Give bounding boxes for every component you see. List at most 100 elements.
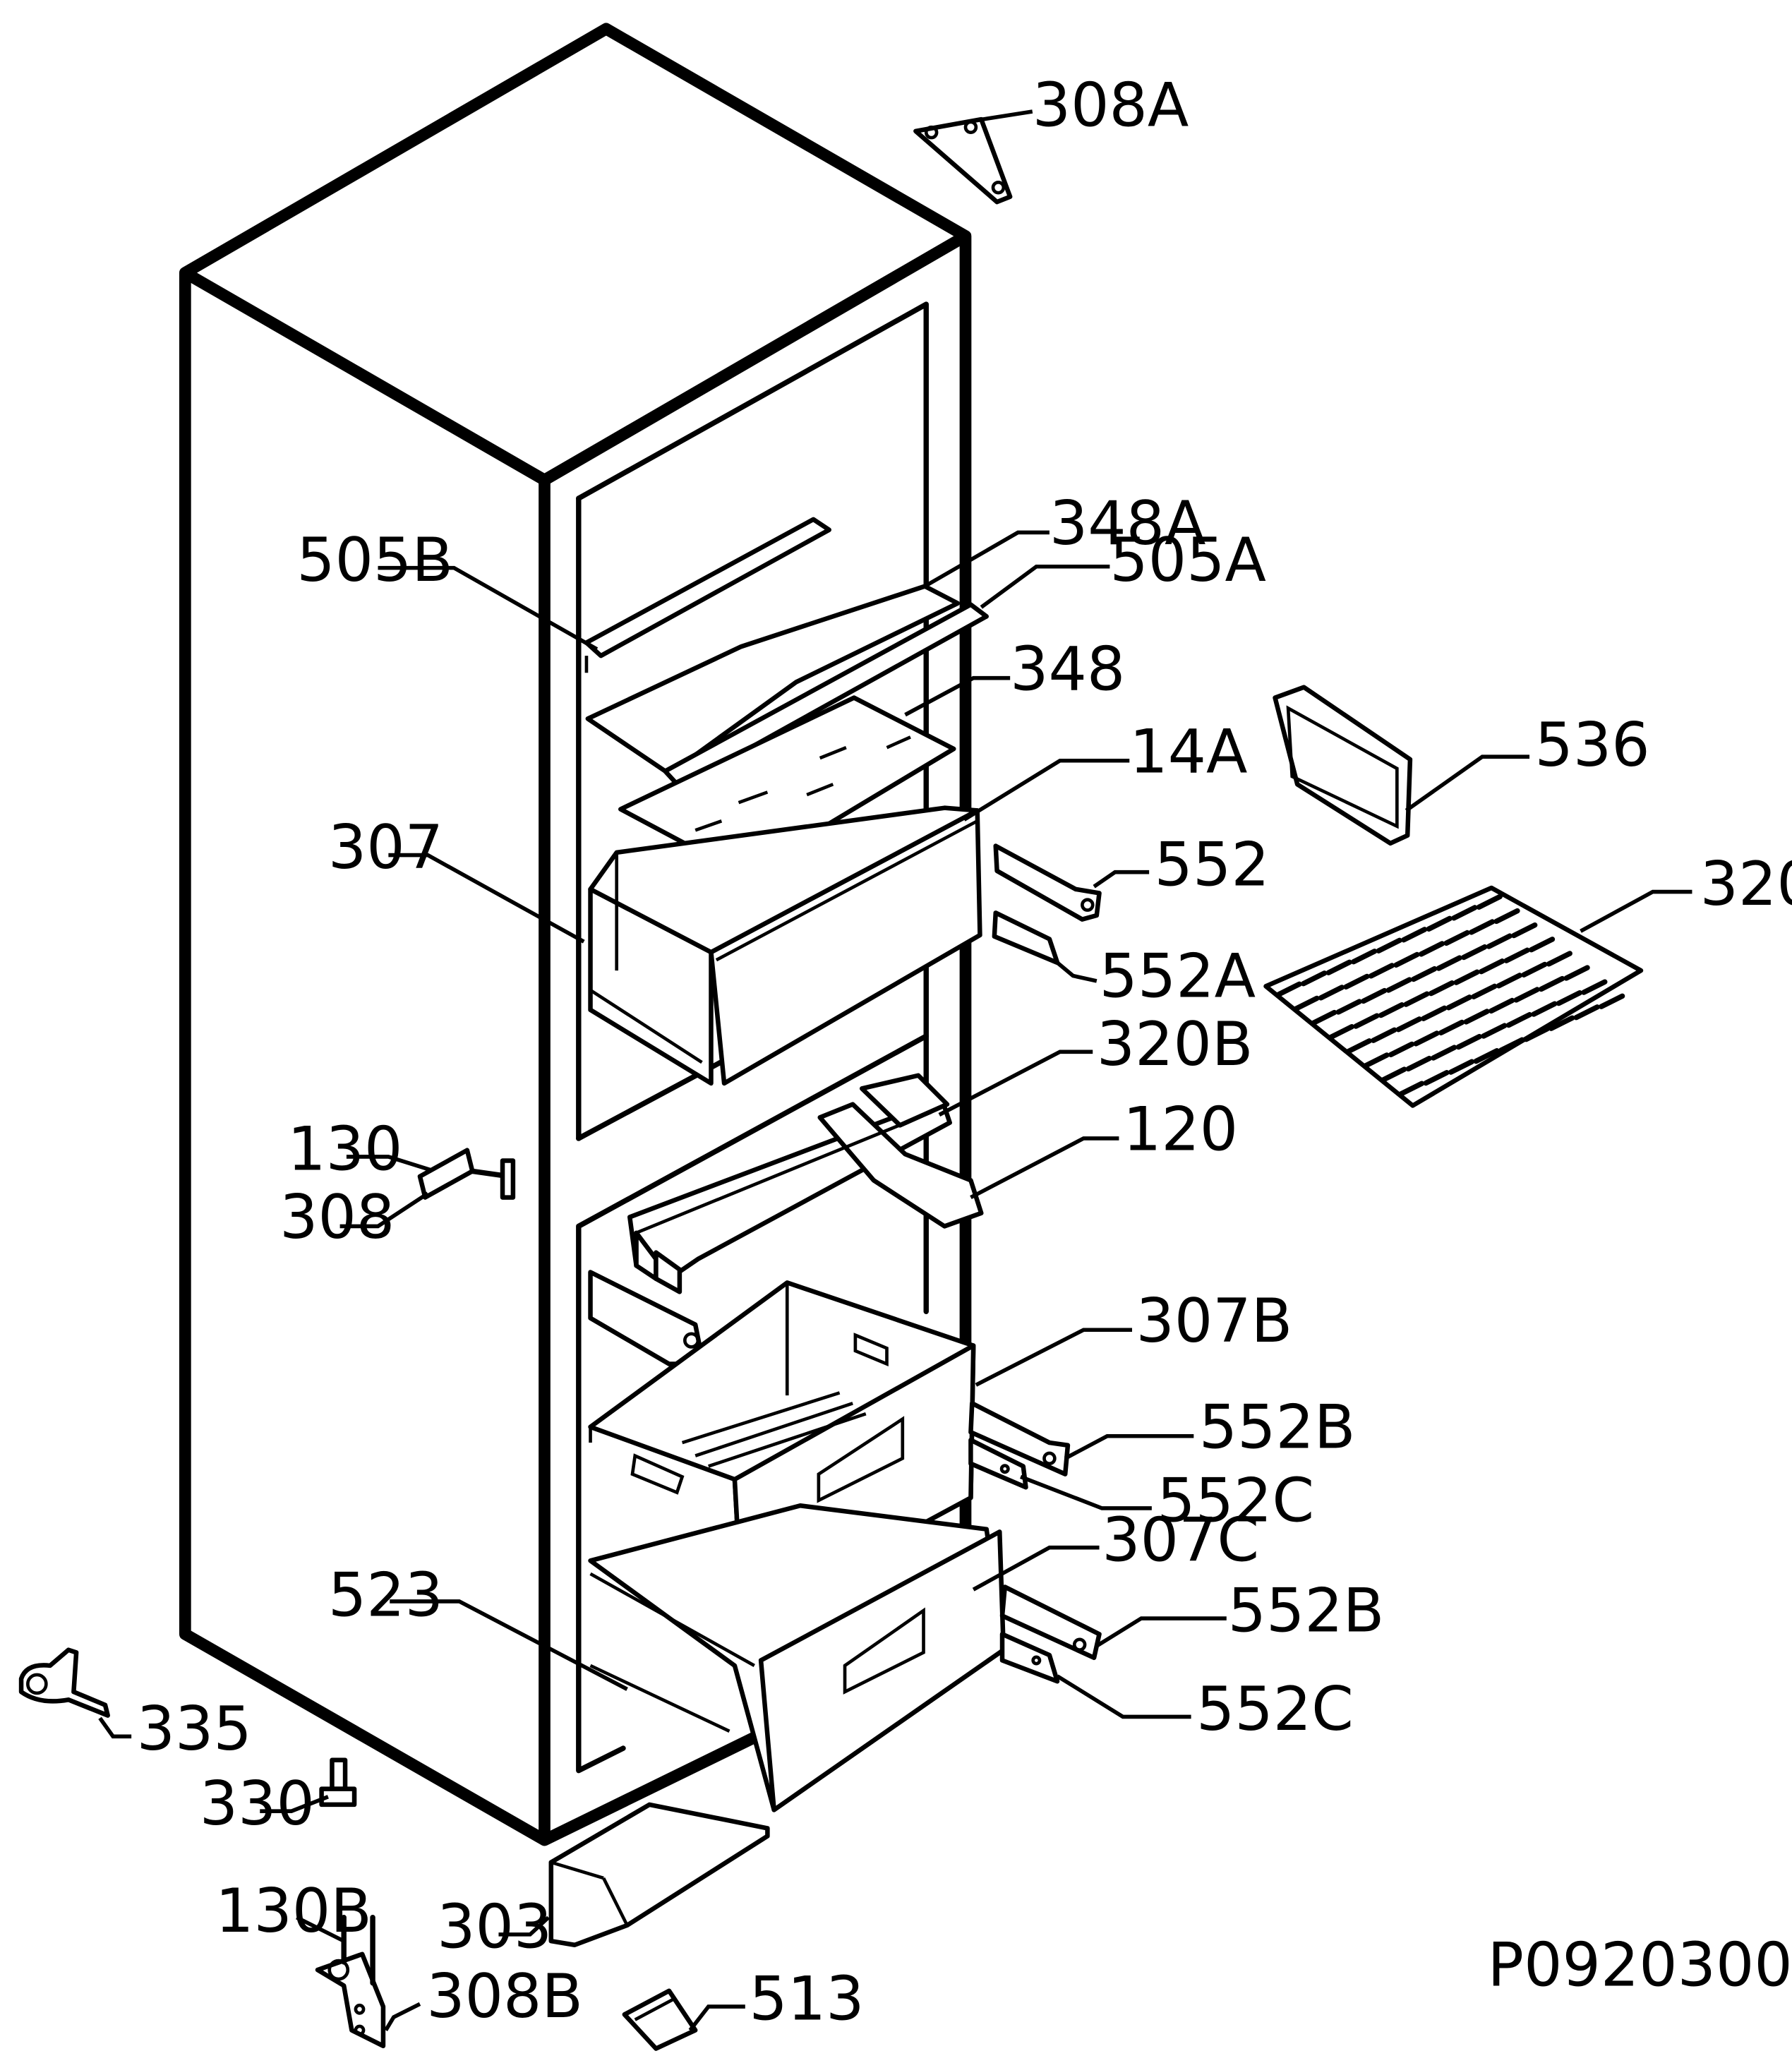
ice-tray-frame	[1273, 685, 1413, 846]
grid-slot	[1301, 970, 1328, 987]
label-523: 523	[328, 1560, 443, 1630]
grid-slot	[1388, 1041, 1415, 1058]
label-348: 348	[1010, 634, 1125, 704]
middle-drawer-rails	[968, 1401, 1071, 1490]
bottom-freezer-drawer	[588, 1503, 1006, 1812]
grid-slot	[1453, 969, 1480, 985]
label-120: 120	[1123, 1095, 1238, 1165]
grid-slot	[1436, 955, 1462, 971]
mid-divider-shelf	[627, 1073, 984, 1294]
left-rail-block	[588, 1270, 706, 1366]
label-505B: 505B	[296, 526, 453, 596]
grid-slot	[1531, 1001, 1558, 1017]
grid-slot	[1498, 1037, 1525, 1053]
grid-slot	[1345, 1038, 1372, 1054]
grid-slot	[1523, 1026, 1550, 1042]
grid-slot	[1489, 997, 1515, 1014]
grid-slot	[1401, 927, 1428, 943]
grid-slot	[1318, 985, 1345, 1001]
label-348A: 348A	[1050, 489, 1206, 559]
grid-slot	[1431, 1045, 1457, 1061]
label-552B-1: 552B	[1199, 1393, 1356, 1462]
grid-slot	[1496, 973, 1522, 989]
label-130: 130	[287, 1115, 402, 1185]
label-320C: 320C	[1700, 850, 1792, 920]
kick-plate	[548, 1802, 770, 1948]
grid-slot	[1473, 1048, 1500, 1064]
label-552C-1: 552C	[1157, 1467, 1314, 1536]
lower-hinge	[315, 1915, 386, 2049]
grid-slot	[1421, 1005, 1448, 1021]
label-320B: 320B	[1097, 1010, 1253, 1080]
grid-slot	[1325, 959, 1352, 975]
label-14A: 14A	[1129, 717, 1247, 787]
grid-slot	[1343, 973, 1370, 990]
freezer-grid-shelf	[1263, 885, 1644, 1108]
label-536: 536	[1534, 711, 1649, 781]
grid-slot	[1397, 1081, 1425, 1097]
grid-slot	[1413, 1030, 1440, 1047]
grid-slot	[1503, 947, 1530, 963]
label-130B: 130B	[215, 1877, 372, 1947]
grid-slot	[1363, 1052, 1390, 1069]
grid-slot	[1411, 966, 1438, 982]
grid-slot	[1395, 1016, 1422, 1033]
label-307C: 307C	[1102, 1505, 1259, 1575]
grid-slot	[1549, 1015, 1575, 1031]
label-308A: 308A	[1033, 71, 1189, 140]
grid-slot	[1428, 980, 1455, 997]
grid-slot	[1455, 1033, 1482, 1050]
grid-slot	[1476, 894, 1503, 910]
grid-slot	[1371, 1027, 1397, 1043]
grid-slot	[1405, 1055, 1432, 1072]
grid-slot	[1521, 961, 1548, 978]
label-303: 303	[437, 1892, 552, 1962]
grid-slot	[1511, 922, 1538, 939]
grid-slot	[1311, 1009, 1337, 1026]
upper-drawer-rails	[992, 843, 1102, 966]
grid-slot	[1368, 963, 1395, 979]
grid-slot	[1393, 951, 1420, 968]
callout-labels: 308A 348A 505B 505A 348 536 14A 307 552 …	[137, 71, 1792, 2034]
label-335: 335	[137, 1695, 252, 1764]
grid-slot	[1599, 993, 1625, 1009]
grid-slot	[1423, 1070, 1450, 1086]
grid-slot	[1573, 1004, 1600, 1021]
grid-slot	[1378, 1002, 1405, 1018]
grid-slot	[1376, 937, 1402, 954]
grid-slot	[1468, 919, 1496, 935]
grid-slot	[1351, 949, 1378, 965]
grid-slot	[1463, 1009, 1490, 1025]
grid-slot	[1556, 990, 1582, 1006]
grid-slot	[1505, 1011, 1532, 1028]
label-505A: 505A	[1110, 526, 1266, 596]
grid-slot	[1381, 1066, 1407, 1083]
grid-slot	[1451, 905, 1478, 921]
label-513: 513	[749, 1965, 864, 2035]
grid-slot	[1403, 991, 1430, 1007]
grid-slot	[1438, 1019, 1465, 1036]
grid-slot	[1328, 1023, 1355, 1040]
grid-slot	[1418, 941, 1445, 957]
grid-slot	[1528, 937, 1556, 953]
label-552A: 552A	[1100, 942, 1256, 1011]
label-330: 330	[200, 1769, 315, 1839]
grid-slot	[1486, 933, 1513, 949]
drawing-number: P09203006419	[1488, 1930, 1792, 2000]
grid-slot	[1443, 930, 1470, 946]
grid-slot	[1275, 981, 1302, 997]
cover-clip	[622, 1988, 698, 2051]
grid-slot	[1478, 958, 1505, 975]
leader-lines	[98, 109, 1692, 2032]
grid-slot	[1481, 1023, 1508, 1039]
grid-slot	[1335, 999, 1362, 1015]
grid-slot	[1563, 965, 1590, 981]
label-552: 552	[1155, 830, 1270, 900]
grid-slot	[1353, 1013, 1380, 1029]
grid-slot	[1493, 908, 1520, 925]
grid-slot	[1546, 951, 1572, 967]
grid-slot	[1445, 994, 1472, 1011]
middle-hinge	[417, 1148, 516, 1200]
grid-slot	[1513, 987, 1540, 1003]
